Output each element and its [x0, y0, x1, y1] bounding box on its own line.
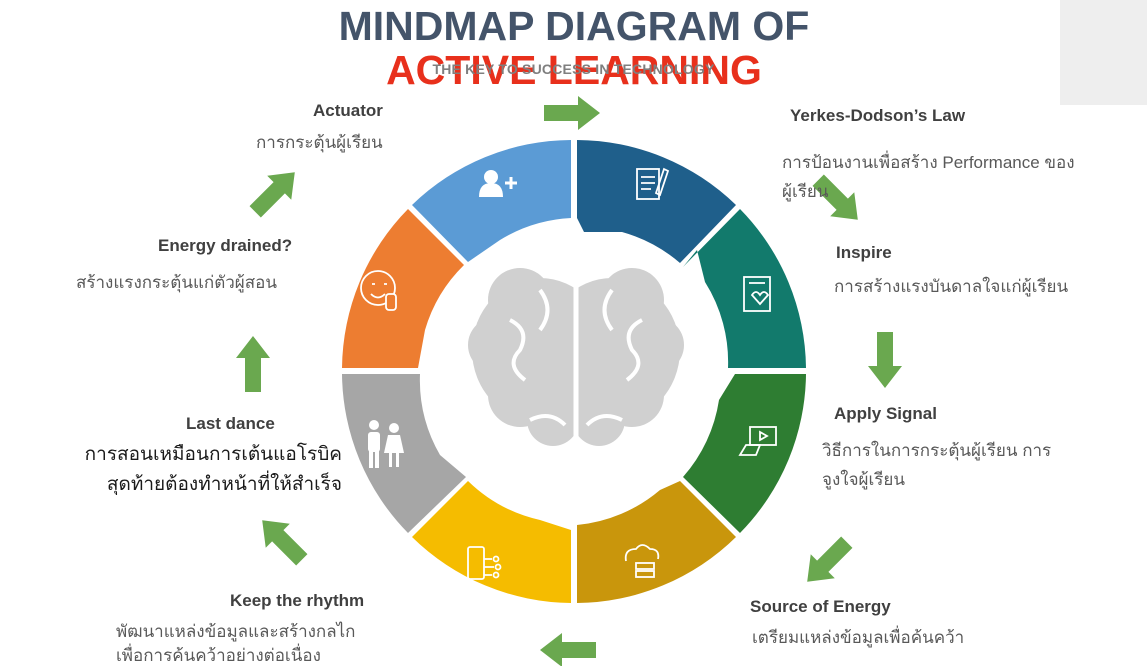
corner-placeholder-box [1060, 0, 1147, 105]
label-inspire: Inspire [836, 243, 892, 262]
inspiration-card-icon [743, 276, 771, 312]
label-yerkes: Yerkes-Dodson’s Law [790, 106, 966, 125]
smile-hand-icon [360, 270, 397, 311]
desc-apply-line-1: วิธีการในการกระตุ้นผู้เรียน การ [822, 441, 1052, 460]
segment-source [577, 481, 736, 603]
mobile-network-icon [467, 546, 502, 580]
arrow-inspire-to-apply [868, 332, 902, 388]
desc-energy: สร้างแรงกระตุ้นแก่ตัวผู้สอน [76, 273, 277, 292]
desc-lastdance: การสอนเหมือนการเต้นแอโรบิค สุดท้ายต้องทำ… [10, 440, 342, 500]
desc-lastdance-line-1: การสอนเหมือนการเต้นแอโรบิค [84, 444, 342, 465]
segment-apply [683, 374, 806, 533]
label-rhythm: Keep the rhythm [230, 591, 365, 610]
desc-rhythm-line-2: เพื่อการค้นคว้าอย่างต่อเนื่อง [116, 646, 321, 665]
cloud-server-icon [624, 544, 660, 578]
label-source: Source of Energy [750, 597, 891, 616]
label-energy: Energy drained? [158, 236, 293, 255]
add-user-icon [479, 170, 517, 197]
label-apply: Apply Signal [834, 404, 937, 423]
desc-source: เตรียมแหล่งข้อมูลเพื่อค้นคว้า [752, 628, 965, 647]
arrow-lastdance-to-energy [236, 336, 270, 392]
desc-inspire: การสร้างแรงบันดาลใจแก่ผู้เรียน [834, 277, 1069, 296]
label-actuator: Actuator [313, 101, 383, 120]
arrow-apply-to-source [795, 530, 859, 594]
brain-graphic [468, 268, 684, 446]
video-screen-icon [738, 426, 777, 456]
desc-lastdance-line-2: สุดท้ายต้องทำหน้าที่ให้สำเร็จ [106, 474, 342, 495]
segment-yerkes [577, 140, 736, 263]
desc-yerkes: การป้อนงานเพื่อสร้าง Performance ของ ผู้… [782, 148, 1075, 206]
segment-lastdance [342, 374, 466, 533]
page-title: MINDMAP DIAGRAM OF ACTIVE LEARNING [262, 4, 886, 92]
desc-yerkes-line-1: การป้อนงานเพื่อสร้าง Performance ของ [782, 153, 1075, 172]
desc-rhythm: พัฒนาแหล่งข้อมูลและสร้างกลไก เพื่อการค้น… [116, 620, 355, 668]
document-edit-icon [636, 167, 670, 200]
desc-apply-line-2: จูงใจผู้เรียน [822, 470, 906, 489]
arrow-source-to-rhythm [540, 633, 596, 666]
desc-yerkes-line-2: ผู้เรียน [782, 182, 829, 201]
desc-actuator: การกระตุ้นผู้เรียน [256, 133, 383, 152]
desc-apply: วิธีการในการกระตุ้นผู้เรียน การ จูงใจผู้… [822, 436, 1051, 494]
ring [342, 140, 806, 603]
page-subtitle: THE KEY TO SUCCESS IN TECHNOLOGY [432, 61, 715, 77]
title-accent: ACTIVE LEARNING [386, 47, 762, 93]
people-icon [368, 420, 404, 468]
title-main: MINDMAP DIAGRAM OF [338, 3, 810, 49]
arrow-energy-to-actuator [243, 160, 307, 224]
segment-energy [342, 209, 464, 368]
segment-actuator [412, 140, 571, 262]
arrow-rhythm-to-lastdance [250, 508, 314, 572]
desc-rhythm-line-1: พัฒนาแหล่งข้อมูลและสร้างกลไก [116, 622, 356, 641]
label-lastdance: Last dance [186, 414, 275, 433]
segment-rhythm [412, 481, 571, 603]
arrow-top [544, 96, 600, 130]
